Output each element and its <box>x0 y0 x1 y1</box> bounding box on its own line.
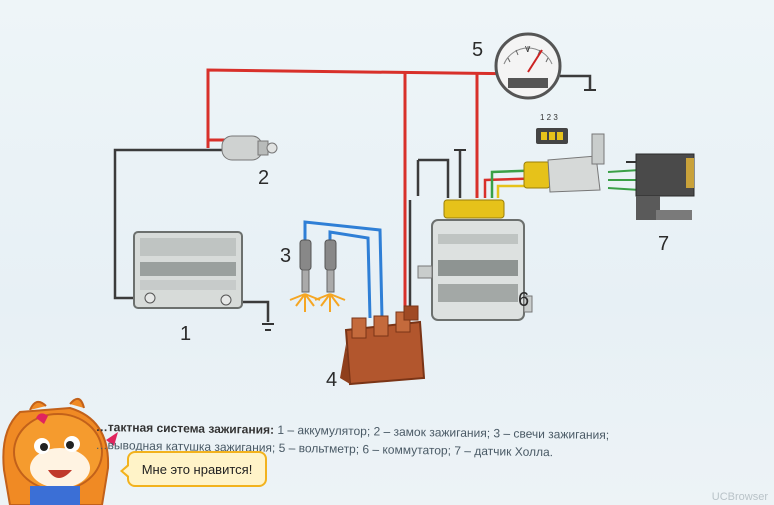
wire-black-voltmeter-ground <box>560 74 592 90</box>
battery <box>133 231 243 309</box>
caption-title: …тактная система зажигания: <box>95 419 275 437</box>
wire-red-top <box>206 68 526 148</box>
commutator <box>417 199 533 321</box>
label-hall-sensor: 7 <box>658 233 669 255</box>
ground-symbol-battery <box>262 323 274 331</box>
ignition-switch <box>221 135 278 161</box>
label-commutator: 6 <box>518 289 529 311</box>
label-ignition-coil: 4 <box>326 369 337 391</box>
wire-blue-ht-2 <box>328 230 372 319</box>
like-button-label: Мне это нравится! <box>141 461 253 477</box>
label-voltmeter: 5 <box>472 39 483 61</box>
spark-plug-1 <box>289 239 321 312</box>
connector-pins-label: 1 2 3 <box>540 113 558 122</box>
label-battery: 1 <box>180 323 191 345</box>
ignition-coil <box>340 305 426 386</box>
hall-sensor <box>626 153 695 220</box>
spark-plug-2 <box>314 239 346 312</box>
wire-black-commutator-top <box>418 158 450 198</box>
wire-hall-sensor <box>607 169 641 191</box>
hall-connector: 1 2 3 <box>523 113 605 193</box>
wire-black-commutator-coil <box>408 160 420 318</box>
browser-watermark: UCBrowser <box>711 491 768 503</box>
voltmeter-unit-label: V <box>525 45 531 54</box>
wire-black-battery-switch <box>113 148 225 300</box>
label-ignition-switch: 2 <box>258 167 269 189</box>
squirrel-mascot-icon[interactable] <box>2 397 118 505</box>
like-button[interactable]: Мне это нравится! <box>120 451 267 487</box>
voltmeter: V <box>494 32 562 100</box>
wire-blue-ht-1 <box>303 220 384 319</box>
label-spark-plugs: 3 <box>280 245 291 267</box>
